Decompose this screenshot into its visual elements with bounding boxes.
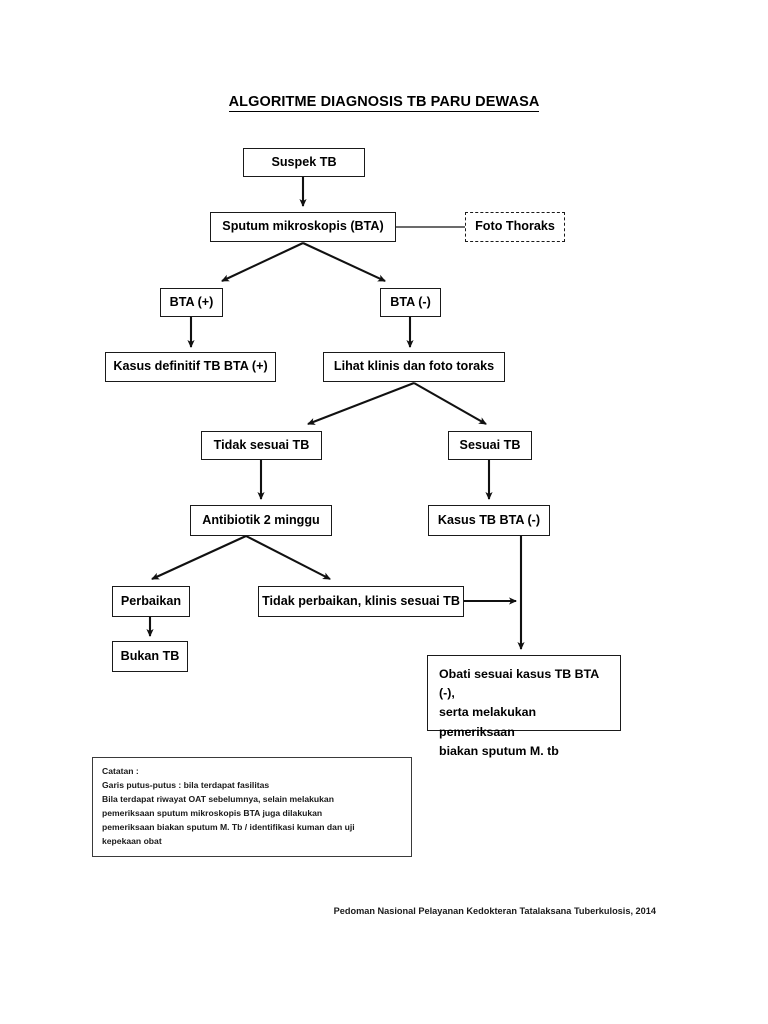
notes-line-5: pemeriksaan biakan sputum M. Tb / identi… xyxy=(102,821,355,832)
edge-lihatklinis-sesuai xyxy=(413,382,487,425)
node-label: Lihat klinis dan foto toraks xyxy=(333,359,495,374)
node-label-line-3: biakan sputum M. tb xyxy=(439,743,559,758)
node-suspek-tb[interactable]: Suspek TB xyxy=(243,148,365,177)
notes-line-1: Catatan : xyxy=(102,766,139,776)
edge-antibiotik-perbaikan xyxy=(151,535,247,580)
node-label: Antibiotik 2 minggu xyxy=(202,512,320,527)
notes-line-6: kepekaan obat xyxy=(102,835,162,846)
node-label: BTA (-) xyxy=(390,294,431,309)
node-label: Tidak perbaikan, klinis sesuai TB xyxy=(262,593,460,608)
notes-line-3: Bila terdapat riwayat OAT sebelumnya, se… xyxy=(102,793,334,804)
node-label: Suspek TB xyxy=(271,154,337,169)
node-label: Sputum mikroskopis (BTA) xyxy=(222,219,384,234)
edge-antibiotik-tidakperbaikan xyxy=(245,535,331,580)
node-bukan-tb[interactable]: Bukan TB xyxy=(112,641,188,672)
node-label: Kasus definitif TB BTA (+) xyxy=(113,359,268,374)
node-label: Sesuai TB xyxy=(459,437,521,452)
notes-box: Catatan : Garis putus-putus : bila terda… xyxy=(92,757,412,857)
node-kasus-definitif[interactable]: Kasus definitif TB BTA (+) xyxy=(105,352,276,382)
node-label: Foto Thoraks xyxy=(475,219,555,234)
node-label: Kasus TB BTA (-) xyxy=(437,512,541,527)
node-bta-positive[interactable]: BTA (+) xyxy=(160,288,223,317)
source-citation: Pedoman Nasional Pelayanan Kedokteran Ta… xyxy=(333,906,656,916)
page-title: ALGORITME DIAGNOSIS TB PARU DEWASA xyxy=(228,94,540,112)
notes-line-4: pemeriksaan sputum mikroskopis BTA juga … xyxy=(102,807,323,818)
node-label: Bukan TB xyxy=(120,648,180,663)
node-label: Tidak sesuai TB xyxy=(213,437,310,452)
node-sesuai-tb[interactable]: Sesuai TB xyxy=(448,431,532,460)
edge-sputum-btapos xyxy=(221,242,304,282)
edge-sputum-btaneg xyxy=(302,242,386,282)
edge-lihatklinis-tidaksesuai xyxy=(307,382,415,425)
node-lihat-klinis[interactable]: Lihat klinis dan foto toraks xyxy=(323,352,505,382)
notes-line-2: Garis putus-putus : bila terdapat fasili… xyxy=(102,779,270,790)
node-kasus-tb-bta-negative[interactable]: Kasus TB BTA (-) xyxy=(428,505,550,536)
node-sputum-mikroskopis[interactable]: Sputum mikroskopis (BTA) xyxy=(210,212,396,242)
node-label: Perbaikan xyxy=(120,593,182,608)
node-antibiotik-2-minggu[interactable]: Antibiotik 2 minggu xyxy=(190,505,332,536)
node-label-line-2: serta melakukan pemeriksaan xyxy=(439,705,537,739)
node-perbaikan[interactable]: Perbaikan xyxy=(112,586,190,617)
node-tidak-sesuai-tb[interactable]: Tidak sesuai TB xyxy=(201,431,322,460)
node-label-line-1: Obati sesuai kasus TB BTA (-), xyxy=(439,667,599,701)
node-foto-thoraks[interactable]: Foto Thoraks xyxy=(465,212,565,242)
node-obati-sesuai-kasus[interactable]: Obati sesuai kasus TB BTA (-), serta mel… xyxy=(427,655,621,758)
node-bta-negative[interactable]: BTA (-) xyxy=(380,288,441,317)
node-label: BTA (+) xyxy=(169,294,214,309)
node-tidak-perbaikan[interactable]: Tidak perbaikan, klinis sesuai TB xyxy=(258,586,464,617)
